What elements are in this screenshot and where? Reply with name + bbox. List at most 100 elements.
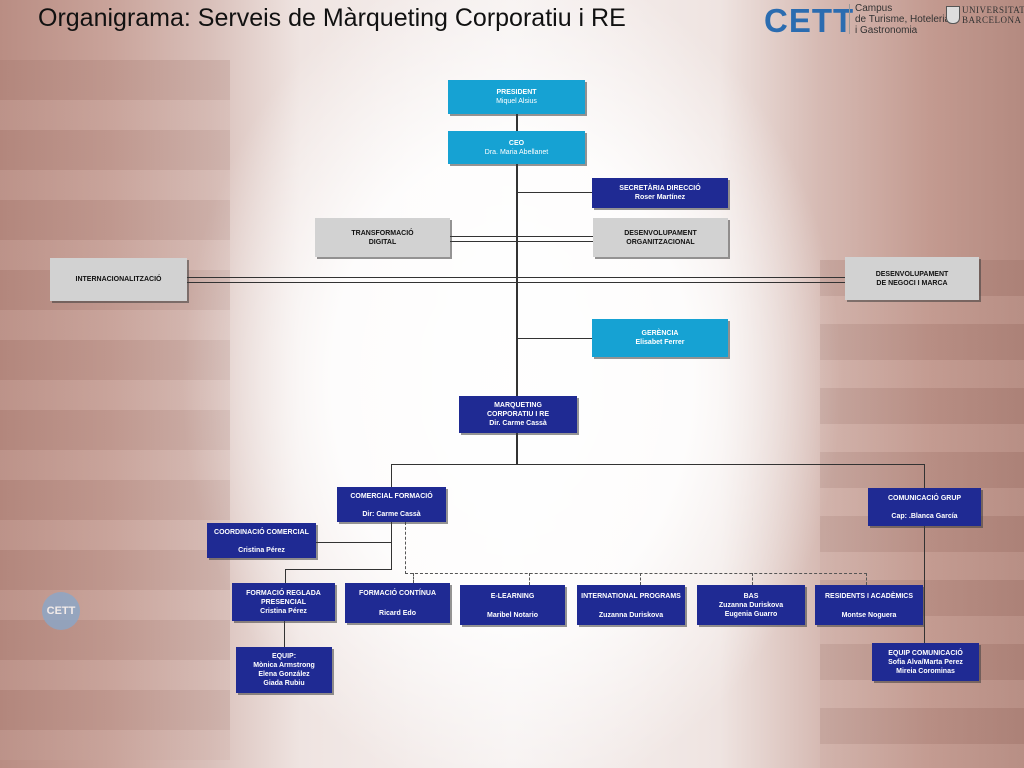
node-elearning: E-LEARNING Maribel Notario — [460, 585, 565, 625]
node-line: TRANSFORMACIÓ — [351, 229, 414, 237]
node-line: DESENVOLUPAMENT — [875, 270, 949, 278]
node-line: INTERNACIONALITZACIÓ — [75, 276, 162, 283]
node-line: Cristina Pérez — [260, 607, 307, 615]
node-line: Sofia Alva/Marta Perez — [888, 658, 963, 666]
connector-comunicacio-drop — [924, 464, 925, 489]
node-line: ORGANITZACIONAL — [626, 238, 695, 246]
node-formacio-continua: FORMACIÓ CONTÍNUA Ricard Edo — [345, 583, 450, 623]
node-line: Dir. Carme Cassà — [489, 420, 547, 427]
connector-comercial-drop — [391, 464, 392, 488]
node-gerencia: GERÈNCIA Elisabet Ferrer — [592, 319, 728, 357]
dashed-drop-residents — [866, 573, 867, 585]
node-person: Miquel Alsius — [496, 98, 537, 105]
node-desenvolupament-organitzacional: DESENVOLUPAMENT ORGANITZACIONAL — [593, 218, 728, 257]
node-line: FORMACIÓ REGLADA — [246, 589, 321, 597]
node-line: BAS — [743, 592, 759, 600]
connector-reglada-drop — [285, 569, 286, 583]
node-desenvolupament-negoci: DESENVOLUPAMENT DE NEGOCI I MARCA — [845, 257, 979, 300]
node-line: DESENVOLUPAMENT — [624, 229, 697, 237]
cett-wall-sign-icon: CETT — [42, 592, 80, 630]
connector-secretaria — [517, 192, 593, 193]
node-line: DE NEGOCI I MARCA — [876, 279, 948, 287]
campus-logo-text: Campus de Turisme, Hoteleria i Gastronom… — [855, 3, 950, 36]
node-line: EQUIP: — [271, 653, 297, 660]
node-bas: BAS Zuzanna Duriskova Eugenia Guarro — [697, 585, 805, 625]
dashed-connector-horizontal — [405, 573, 867, 574]
node-line: MARQUETING — [494, 402, 542, 409]
connector-comunicacio-equip — [924, 526, 925, 644]
node-transformacio-digital: TRANSFORMACIÓ DIGITAL — [315, 218, 450, 257]
node-formacio-reglada: FORMACIÓ REGLADA PRESENCIAL Cristina Pér… — [232, 583, 335, 621]
node-line: Giada Rubiu — [263, 680, 305, 687]
page-title: Organigrama: Serveis de Màrqueting Corpo… — [38, 4, 626, 32]
node-role: INTERNATIONAL PROGRAMS — [581, 593, 681, 600]
node-residents-academics: RESIDENTS I ACADÈMICS Montse Noguera — [815, 585, 923, 625]
node-role: COMUNICACIÓ GRUP — [887, 495, 962, 502]
node-comercial-formacio: COMERCIAL FORMACIÓ Dir: Carme Cassà — [337, 487, 446, 522]
node-internacionalitzacio: INTERNACIONALITZACIÓ — [50, 258, 187, 301]
ub-line: UNIVERSITAT DE — [962, 5, 1024, 15]
connector-internacionalitzacio — [187, 277, 846, 283]
node-person: Cap: .Blanca García — [891, 513, 958, 520]
node-person: Roser Martínez — [634, 194, 686, 201]
connector-comercial-down — [391, 522, 392, 570]
node-equip: EQUIP: Mònica Armstrong Elena González G… — [236, 647, 332, 693]
campus-line: de Turisme, Hoteleria — [855, 14, 951, 25]
node-marqueting-corporatiu: MARQUETING CORPORATIU I RE Dir. Carme Ca… — [459, 396, 577, 433]
node-secretaria: SECRETÀRIA DIRECCIÓ Roser Martínez — [592, 178, 728, 208]
node-coordinacio-comercial: COORDINACIÓ COMERCIAL Cristina Pérez — [207, 523, 316, 558]
node-role: COMERCIAL FORMACIÓ — [350, 493, 433, 500]
node-international-programs: INTERNATIONAL PROGRAMS Zuzanna Duriskova — [577, 585, 685, 625]
connector-lower-horizontal — [391, 464, 925, 465]
dashed-connector-vertical — [405, 522, 406, 574]
node-president: PRESIDENT Miquel Alsius — [448, 80, 585, 114]
node-person: Ricard Edo — [379, 610, 416, 617]
dashed-drop-elearning — [529, 573, 530, 585]
connector-main-vertical — [516, 113, 518, 465]
node-equip-comunicacio: EQUIP COMUNICACIÓ Sofia Alva/Marta Perez… — [872, 643, 979, 681]
node-person: Dir: Carme Cassà — [362, 511, 421, 518]
node-line: PRESENCIAL — [260, 598, 307, 606]
dashed-drop-continua — [413, 573, 414, 583]
node-role: COORDINACIÓ COMERCIAL — [214, 529, 309, 536]
node-line: CORPORATIU I RE — [486, 411, 550, 418]
node-role: FORMACIÓ CONTÍNUA — [359, 590, 436, 597]
ub-logo-text: UNIVERSITAT DE BARCELONA — [962, 5, 1024, 25]
connector-gerencia — [517, 338, 593, 339]
node-line: Eugenia Guarro — [724, 610, 778, 618]
logo-divider — [849, 4, 850, 34]
connector-transformacio — [450, 236, 594, 242]
node-line: Mònica Armstrong — [253, 662, 315, 669]
dashed-drop-bas — [752, 573, 753, 585]
node-line: Zuzanna Duriskova — [718, 601, 784, 609]
node-line: Mireia Corominas — [896, 667, 955, 675]
node-ceo: CEO Dra. Maria Abellanet — [448, 131, 585, 164]
connector-reglada-equip — [284, 621, 285, 647]
node-line: DIGITAL — [368, 238, 397, 246]
ub-line: BARCELONA — [962, 15, 1022, 25]
connector-reglada-horizontal — [285, 569, 392, 570]
node-person: Elisabet Ferrer — [635, 339, 685, 346]
node-person: Maribel Notario — [487, 612, 538, 619]
node-role: CEO — [508, 139, 525, 147]
dashed-drop-international — [640, 573, 641, 585]
node-role: E-LEARNING — [490, 593, 535, 600]
node-role: SECRETÀRIA DIRECCIÓ — [619, 185, 701, 192]
cett-logo: CETT — [764, 2, 855, 39]
node-role: GERÈNCIA — [641, 330, 679, 337]
node-person: Dra. Maria Abellanet — [484, 148, 549, 156]
node-comunicacio-grup: COMUNICACIÓ GRUP Cap: .Blanca García — [868, 488, 981, 526]
ub-shield-icon — [946, 6, 960, 24]
node-person: Cristina Pérez — [238, 547, 285, 554]
building-left-shape — [0, 60, 230, 760]
node-person: Zuzanna Duriskova — [598, 612, 664, 619]
node-role: RESIDENTS I ACADÈMICS — [824, 593, 914, 600]
node-role: PRESIDENT — [496, 89, 537, 96]
connector-coordinacio — [316, 542, 392, 543]
campus-line: i Gastronomia — [855, 25, 918, 36]
node-line: Elena González — [258, 671, 310, 678]
campus-line: Campus — [855, 3, 893, 14]
node-person: Montse Noguera — [841, 612, 897, 619]
node-line: EQUIP COMUNICACIÓ — [888, 649, 963, 657]
